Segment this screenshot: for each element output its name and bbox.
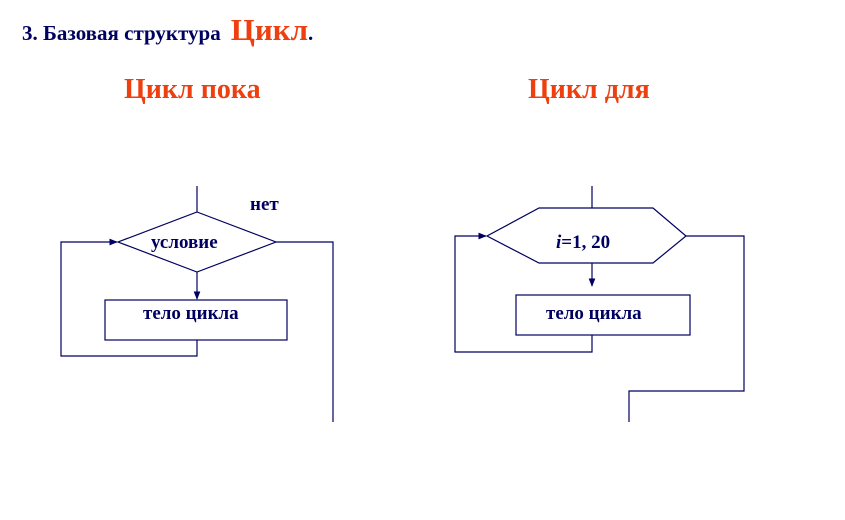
slide-heading: 3. Базовая структура Цикл. xyxy=(22,12,313,48)
for-hexagon xyxy=(485,207,687,264)
while-condition-label: условие xyxy=(151,232,218,253)
for-range-label: i=1, 20 xyxy=(556,232,610,253)
while-no-label: нет xyxy=(250,194,279,215)
while-loop-back-line xyxy=(60,238,198,357)
for-body-box xyxy=(515,294,691,336)
while-body-box xyxy=(104,299,288,341)
while-loop-flowchart xyxy=(60,186,334,422)
heading-suffix: . xyxy=(307,21,314,45)
while-loop-title: Цикл пока xyxy=(124,74,261,105)
for-variable: i xyxy=(556,232,562,253)
for-loop-flowchart xyxy=(454,186,745,422)
heading-prefix: 3. Базовая структура xyxy=(22,21,221,45)
for-loop-title: Цикл для xyxy=(528,74,650,105)
heading-accent: Цикл xyxy=(230,12,308,47)
for-range: =1, 20 xyxy=(561,232,610,253)
for-body-label: тело цикла xyxy=(546,303,642,324)
for-exit-line xyxy=(628,235,745,422)
while-body-label: тело цикла xyxy=(143,303,239,324)
while-exit-line xyxy=(276,241,334,422)
for-loop-back-line xyxy=(454,232,593,353)
